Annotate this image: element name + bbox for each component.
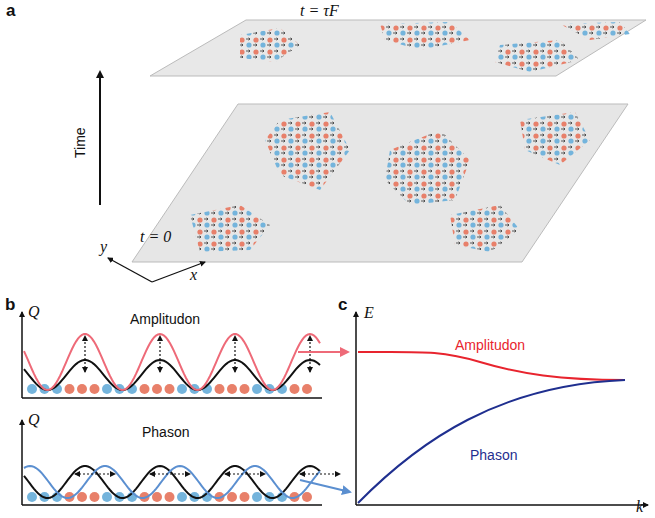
ordered-patch: [560, 22, 630, 40]
atom: [252, 384, 262, 394]
phason-branch: [358, 380, 625, 503]
atom: [102, 384, 112, 394]
x-axis: [22, 397, 322, 399]
amplitudon-branch: [358, 352, 625, 380]
ordered-patch: [240, 28, 300, 62]
axis-label: k: [636, 498, 643, 516]
phase-wave: [24, 466, 320, 498]
k-axis: [356, 504, 648, 506]
atom: [302, 492, 312, 502]
atom: [302, 384, 312, 394]
atom: [90, 384, 100, 394]
ordered-patch: [190, 205, 270, 252]
axis-title: Time: [72, 127, 87, 158]
x-axis: [22, 504, 322, 506]
ordered-patch: [265, 112, 350, 190]
atom: [290, 384, 300, 394]
base-wave: [24, 360, 320, 390]
axis-label: Q: [28, 303, 40, 321]
link-arrow: [300, 480, 350, 492]
atom: [152, 384, 162, 394]
phase-arrow: [150, 473, 190, 474]
time-arrow: [99, 72, 101, 205]
atom: [215, 384, 225, 394]
atom: [77, 492, 87, 502]
atom: [177, 384, 187, 394]
axis-label: Q: [28, 411, 40, 429]
axis-label: y: [100, 238, 107, 256]
q-axis: [21, 420, 23, 505]
atom: [65, 384, 75, 394]
y-axis: [108, 258, 152, 282]
amplitude-arrow: [234, 336, 235, 372]
atom: [102, 492, 112, 502]
axis-label: E: [364, 304, 374, 322]
phase-arrow: [300, 473, 340, 474]
atom: [227, 492, 237, 502]
link-arrow: [298, 351, 348, 353]
amplitude-arrow: [159, 336, 160, 372]
phase-arrow: [75, 473, 115, 474]
mode-title: Amplitudon: [130, 312, 200, 327]
atom: [177, 492, 187, 502]
panel-label: a: [6, 2, 15, 21]
branch-label: Amplitudon: [455, 338, 525, 353]
time-label: t = 0: [140, 228, 171, 246]
panel-label: c: [338, 296, 347, 315]
atom: [27, 492, 37, 502]
amplitude-wave: [24, 334, 320, 390]
phase-arrow: [225, 473, 265, 474]
ordered-patch: [385, 130, 470, 205]
e-axis: [355, 312, 357, 505]
ordered-patch: [520, 112, 590, 165]
atom: [227, 384, 237, 394]
axis-label: x: [190, 266, 197, 284]
atom: [252, 492, 262, 502]
atom: [77, 384, 87, 394]
atom: [152, 492, 162, 502]
q-axis: [21, 312, 23, 398]
time-label: t = τF: [300, 2, 339, 20]
atom: [165, 384, 175, 394]
panel-label: b: [5, 296, 15, 315]
atom: [27, 384, 37, 394]
ordered-patch: [380, 22, 470, 50]
ordered-patch: [450, 205, 520, 252]
amplitude-arrow: [309, 336, 310, 372]
atom: [240, 492, 250, 502]
atom: [140, 384, 150, 394]
atom: [240, 384, 250, 394]
base-wave: [24, 466, 320, 498]
time-plane: [132, 104, 628, 262]
atom: [165, 492, 175, 502]
branch-label: Phason: [470, 448, 517, 463]
time-plane: [150, 20, 646, 76]
amplitude-arrow: [84, 336, 85, 372]
mode-title: Phason: [142, 425, 189, 440]
atom: [90, 492, 100, 502]
ordered-patch: [495, 40, 580, 72]
